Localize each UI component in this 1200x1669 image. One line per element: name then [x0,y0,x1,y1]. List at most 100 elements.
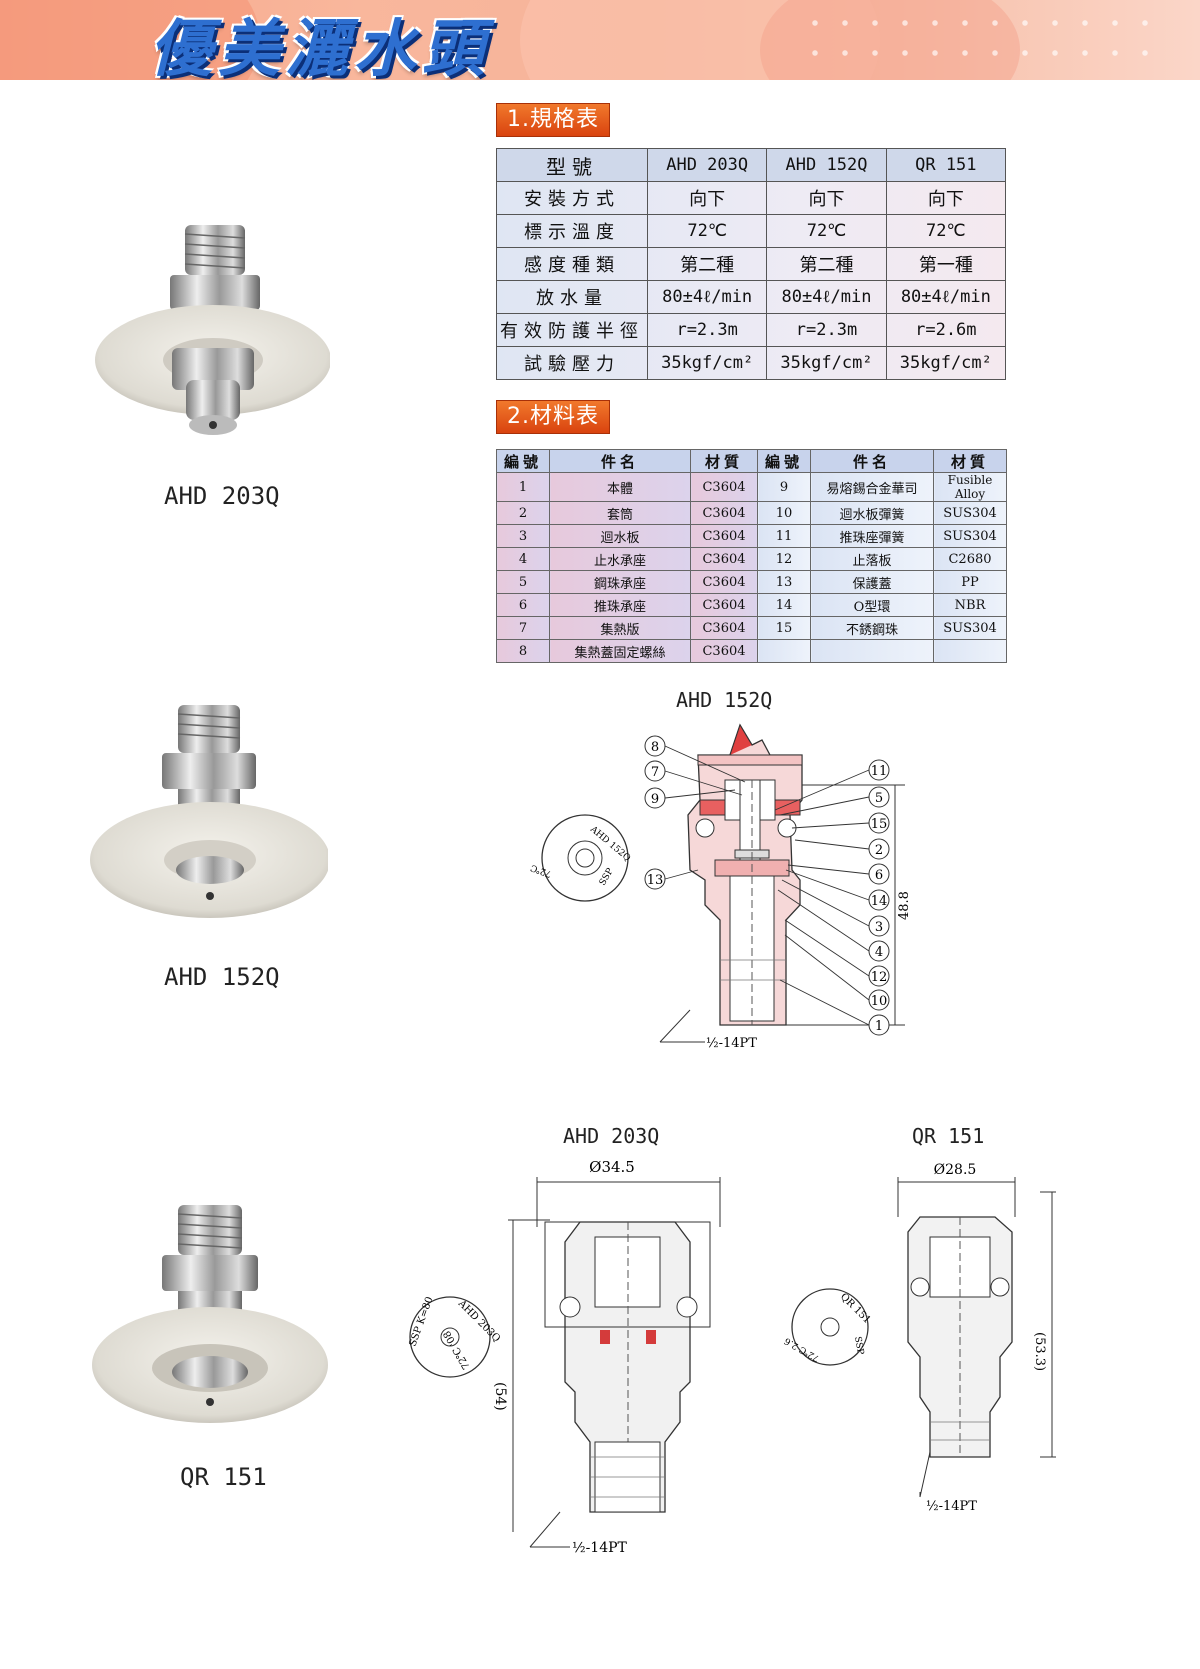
seal-text: SSP [598,867,616,888]
table-cell: 10 [757,501,811,525]
table-cell: 6 [496,593,550,617]
callout-6: 6 [875,868,883,883]
table-cell: 9 [757,472,811,502]
table-header-row: 編號 件名 材質 編號 件名 材質 [496,449,1007,473]
table-cell: 感度種類 [496,247,648,281]
thread-label: ½-14PT [926,1499,977,1514]
table-cell: O型環 [810,593,934,617]
table-cell: 4 [496,547,550,571]
callout-10: 10 [871,994,888,1009]
table-cell: C3604 [690,472,758,502]
callout-13: 13 [647,873,664,888]
table-cell: 推珠座彈簧 [810,524,934,548]
table-cell: Fusible Alloy [933,472,1007,502]
callout-14: 14 [871,894,888,909]
table-cell: 3 [496,524,550,548]
table-cell: 8 [496,639,550,663]
table-header-row: 型號 AHD 203Q AHD 152Q QR 151 [496,148,1007,182]
seal-mark-ahd152q: AHD 152Q SSP 72℃ [530,814,632,902]
thread-label: ½-14PT [706,1036,757,1051]
table-cell: 止落板 [810,547,934,571]
callout-8: 8 [651,740,659,755]
callout-5: 5 [875,791,883,806]
spec-table: 型號 AHD 203Q AHD 152Q QR 151 安裝方式向下向下向下 標… [496,148,1007,380]
seal-text: SSP [852,1336,865,1356]
callout-4: 4 [875,945,883,960]
table-cell: 套筒 [549,501,691,525]
table-cell: r=2.3m [646,313,768,347]
table-cell: 12 [757,547,811,571]
table-cell: 80±4ℓ/min [646,280,768,314]
diagram-title-ahd203q: AHD 203Q [563,1124,660,1148]
table-cell [810,639,934,663]
table-cell: 2 [496,501,550,525]
seal-text: SSP K=80 [407,1295,435,1348]
table-cell: 1 [496,472,550,502]
page-title: 優美灑水頭 [150,12,491,80]
height-label: (53.3) [1032,1332,1047,1371]
table-cell: 72℃ [766,214,887,248]
table-header-cell: 材質 [933,449,1007,473]
table-cell: 5 [496,570,550,594]
table-cell: 7 [496,616,550,640]
table-cell: 72℃ [646,214,768,248]
table-cell: 第二種 [766,247,887,281]
table-cell: 推珠承座 [549,593,691,617]
dimension-drawing-ahd203q: Ø34.5 (54) AHD 203Q SSP K=80 72℃ '08 ½-1… [407,1158,721,1556]
seal-mark-ahd203q: AHD 203Q SSP K=80 72℃ '08 [407,1295,502,1378]
diagram-title-ahd152q: AHD 152Q [676,688,773,712]
cross-section-ahd152q: AHD 152Q SSP 72℃ 48.8 8 7 9 13 11 5 15 2… [530,723,912,1051]
table-cell: 有效防護半徑 [496,313,648,347]
table-cell: C2680 [933,547,1007,571]
callout-12: 12 [871,970,888,985]
table-cell: 易熔錫合金華司 [810,472,934,502]
dot-pattern [800,8,1160,68]
seal-text: 72℃ 2.6 [783,1335,822,1363]
seal-text: QR 151 [838,1291,873,1326]
table-cell: 第一種 [885,247,1007,281]
header-banner: 優美灑水頭 [0,0,1200,80]
table-cell: 集熱蓋固定螺絲 [549,639,691,663]
table-header-cell: 材質 [690,449,758,473]
dimension-label: 48.8 [897,891,912,920]
table-cell: C3604 [690,547,758,571]
materials-heading: 2.材料表 [496,400,610,434]
table-cell: PP [933,570,1007,594]
table-cell: SUS304 [933,524,1007,548]
table-cell: 13 [757,570,811,594]
callout-2: 2 [875,843,883,858]
table-cell: 迴水板 [549,524,691,548]
product-label-ahd152q: AHD 152Q [164,963,280,991]
callout-7: 7 [651,765,659,780]
table-cell: C3604 [690,593,758,617]
table-cell [757,639,811,663]
table-cell: NBR [933,593,1007,617]
table-cell: 11 [757,524,811,548]
table-cell: 不銹鋼珠 [810,616,934,640]
table-header-cell: QR 151 [885,148,1007,182]
table-row: 安裝方式向下向下向下 [496,181,1007,215]
table-cell: 標示溫度 [496,214,648,248]
callout-15: 15 [871,817,888,832]
table-cell: 放水量 [496,280,648,314]
table-cell: C3604 [690,616,758,640]
table-cell: 鋼珠承座 [549,570,691,594]
table-cell: 向下 [646,181,768,215]
seal-text: 72℃ '08 [442,1329,473,1371]
table-header-cell: 編號 [757,449,811,473]
table-header-cell: AHD 152Q [766,148,887,182]
table-cell: C3604 [690,524,758,548]
diagram-title-qr151: QR 151 [912,1124,985,1148]
table-cell: 迴水板彈簧 [810,501,934,525]
